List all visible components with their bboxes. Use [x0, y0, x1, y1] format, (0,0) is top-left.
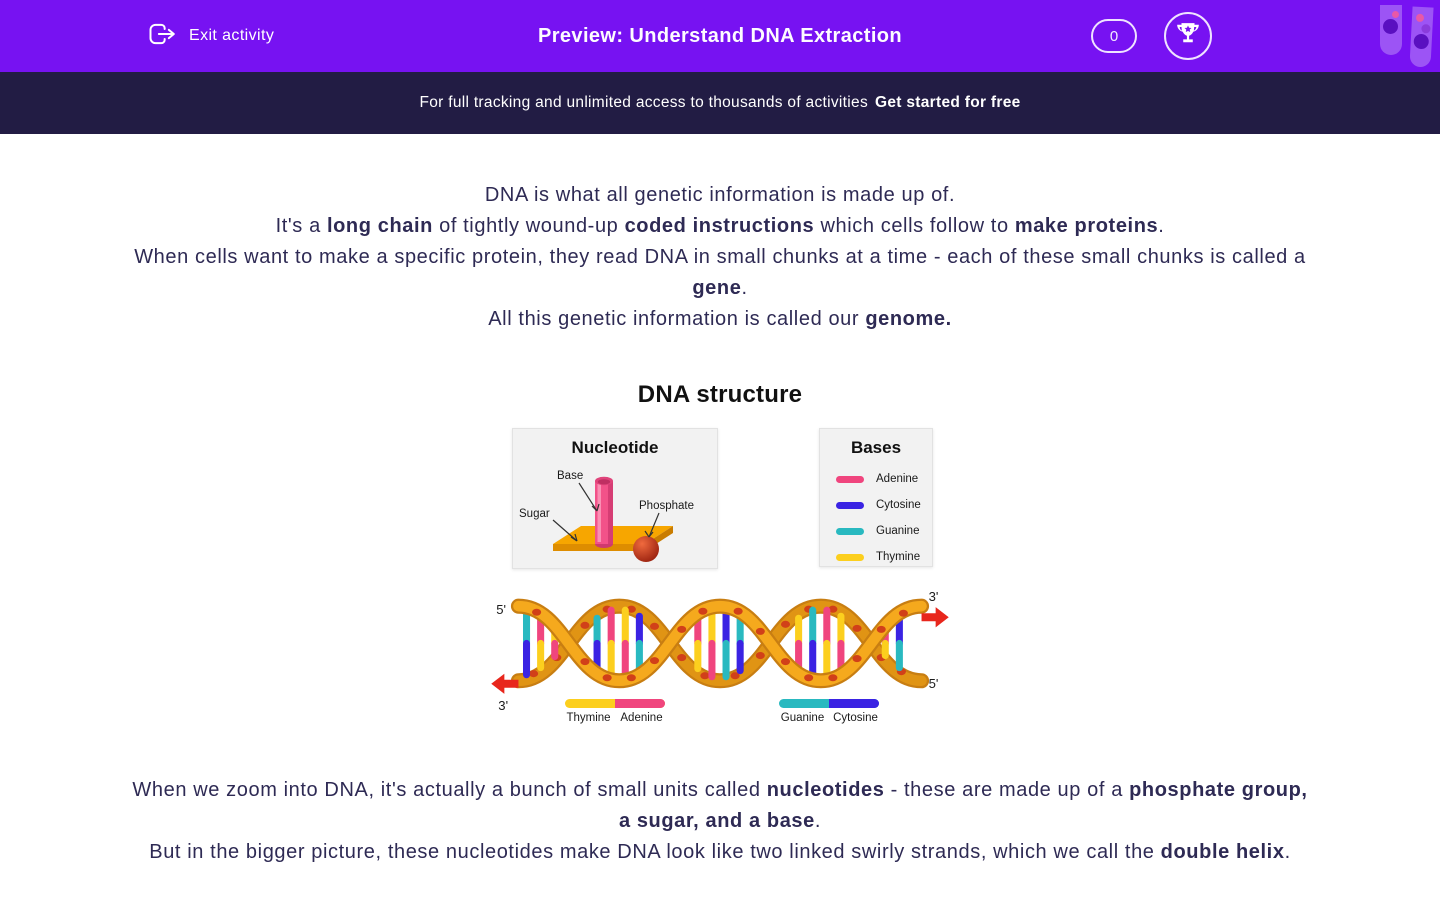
- exit-label: Exit activity: [189, 27, 275, 44]
- intro-sentence-1: DNA is what all genetic information is m…: [484, 184, 956, 206]
- exit-icon: [148, 20, 178, 53]
- score-value: 0: [1109, 27, 1119, 45]
- bases-legend-panel: Bases Adenine Cytosine Guanine Thymine: [819, 428, 933, 567]
- figure-title: DNA structure: [637, 381, 803, 408]
- base-pair-key-guanine-cytosine: Guanine Cytosine: [776, 699, 882, 724]
- trophy-icon: [1175, 21, 1201, 52]
- strand-dots-front: [532, 607, 908, 682]
- pair-right-label: Adenine: [620, 712, 663, 724]
- test-tubes-decoration: [1380, 5, 1434, 68]
- outro-sentence-2: But in the bigger picture, these nucleot…: [149, 841, 1291, 863]
- outro-paragraph: When we zoom into DNA, it's actually a b…: [125, 775, 1315, 868]
- legend-item-thymine: Thymine: [820, 544, 932, 570]
- helix-label-bottom-right: 5': [929, 676, 939, 691]
- app-header: Exit activity Preview: Understand DNA Ex…: [0, 0, 1440, 72]
- base-pair-rungs: [522, 606, 903, 681]
- phosphate-label: Phosphate: [639, 500, 694, 512]
- test-tube-icon: [1409, 6, 1434, 68]
- base-label: Base: [557, 470, 583, 482]
- base-pair-key-thymine-adenine: Thymine Adenine: [562, 699, 668, 724]
- cytosine-swatch: [836, 501, 864, 509]
- double-helix-diagram: 5' 3' 3' 5': [491, 589, 949, 713]
- dna-structure-figure: DNA structure Nucleotide: [470, 365, 970, 737]
- intro-sentence-3: When cells want to make a specific prote…: [134, 246, 1306, 299]
- guanine-swatch: [836, 527, 864, 535]
- helix-label-bottom-left: 3': [498, 698, 508, 713]
- helix-label-top-left: 5': [496, 602, 506, 617]
- promo-banner: For full tracking and unlimited access t…: [0, 72, 1440, 134]
- intro-sentence-4: All this genetic information is called o…: [488, 308, 952, 330]
- bases-title: Bases: [850, 438, 902, 457]
- strand-dots-back: [529, 605, 906, 680]
- trophy-button[interactable]: [1164, 12, 1212, 60]
- nucleotide-panel: Nucleotide: [512, 428, 718, 569]
- intro-paragraph: DNA is what all genetic information is m…: [125, 180, 1315, 335]
- legend-item-cytosine: Cytosine: [820, 492, 932, 518]
- nucleotide-title: Nucleotide: [571, 438, 659, 457]
- test-tube-icon: [1380, 5, 1402, 55]
- pair-right-label: Cytosine: [833, 712, 878, 724]
- outro-sentence-1: When we zoom into DNA, it's actually a b…: [132, 779, 1308, 832]
- helix-label-top-right: 3': [929, 589, 939, 604]
- score-badge: 0: [1091, 19, 1137, 53]
- left-direction-arrow: [491, 673, 519, 694]
- sugar-label: Sugar: [519, 508, 550, 520]
- adenine-swatch: [836, 475, 864, 483]
- legend-item-adenine: Adenine: [820, 466, 932, 492]
- activity-content: DNA is what all genetic information is m…: [0, 180, 1440, 868]
- nucleotide-diagram: Base Sugar Phosphate: [519, 470, 694, 562]
- pair-left-label: Thymine: [566, 712, 611, 724]
- page-title: Preview: Understand DNA Extraction: [537, 24, 903, 47]
- promo-text: For full tracking and unlimited access t…: [419, 94, 868, 111]
- intro-sentence-2: It's a long chain of tightly wound-up co…: [275, 215, 1165, 237]
- legend-item-guanine: Guanine: [820, 518, 932, 544]
- exit-activity-button[interactable]: Exit activity: [148, 0, 274, 72]
- get-started-link[interactable]: Get started for free: [875, 94, 1021, 111]
- pair-left-label: Guanine: [780, 712, 825, 724]
- right-direction-arrow: [921, 607, 949, 628]
- thymine-swatch: [836, 553, 864, 561]
